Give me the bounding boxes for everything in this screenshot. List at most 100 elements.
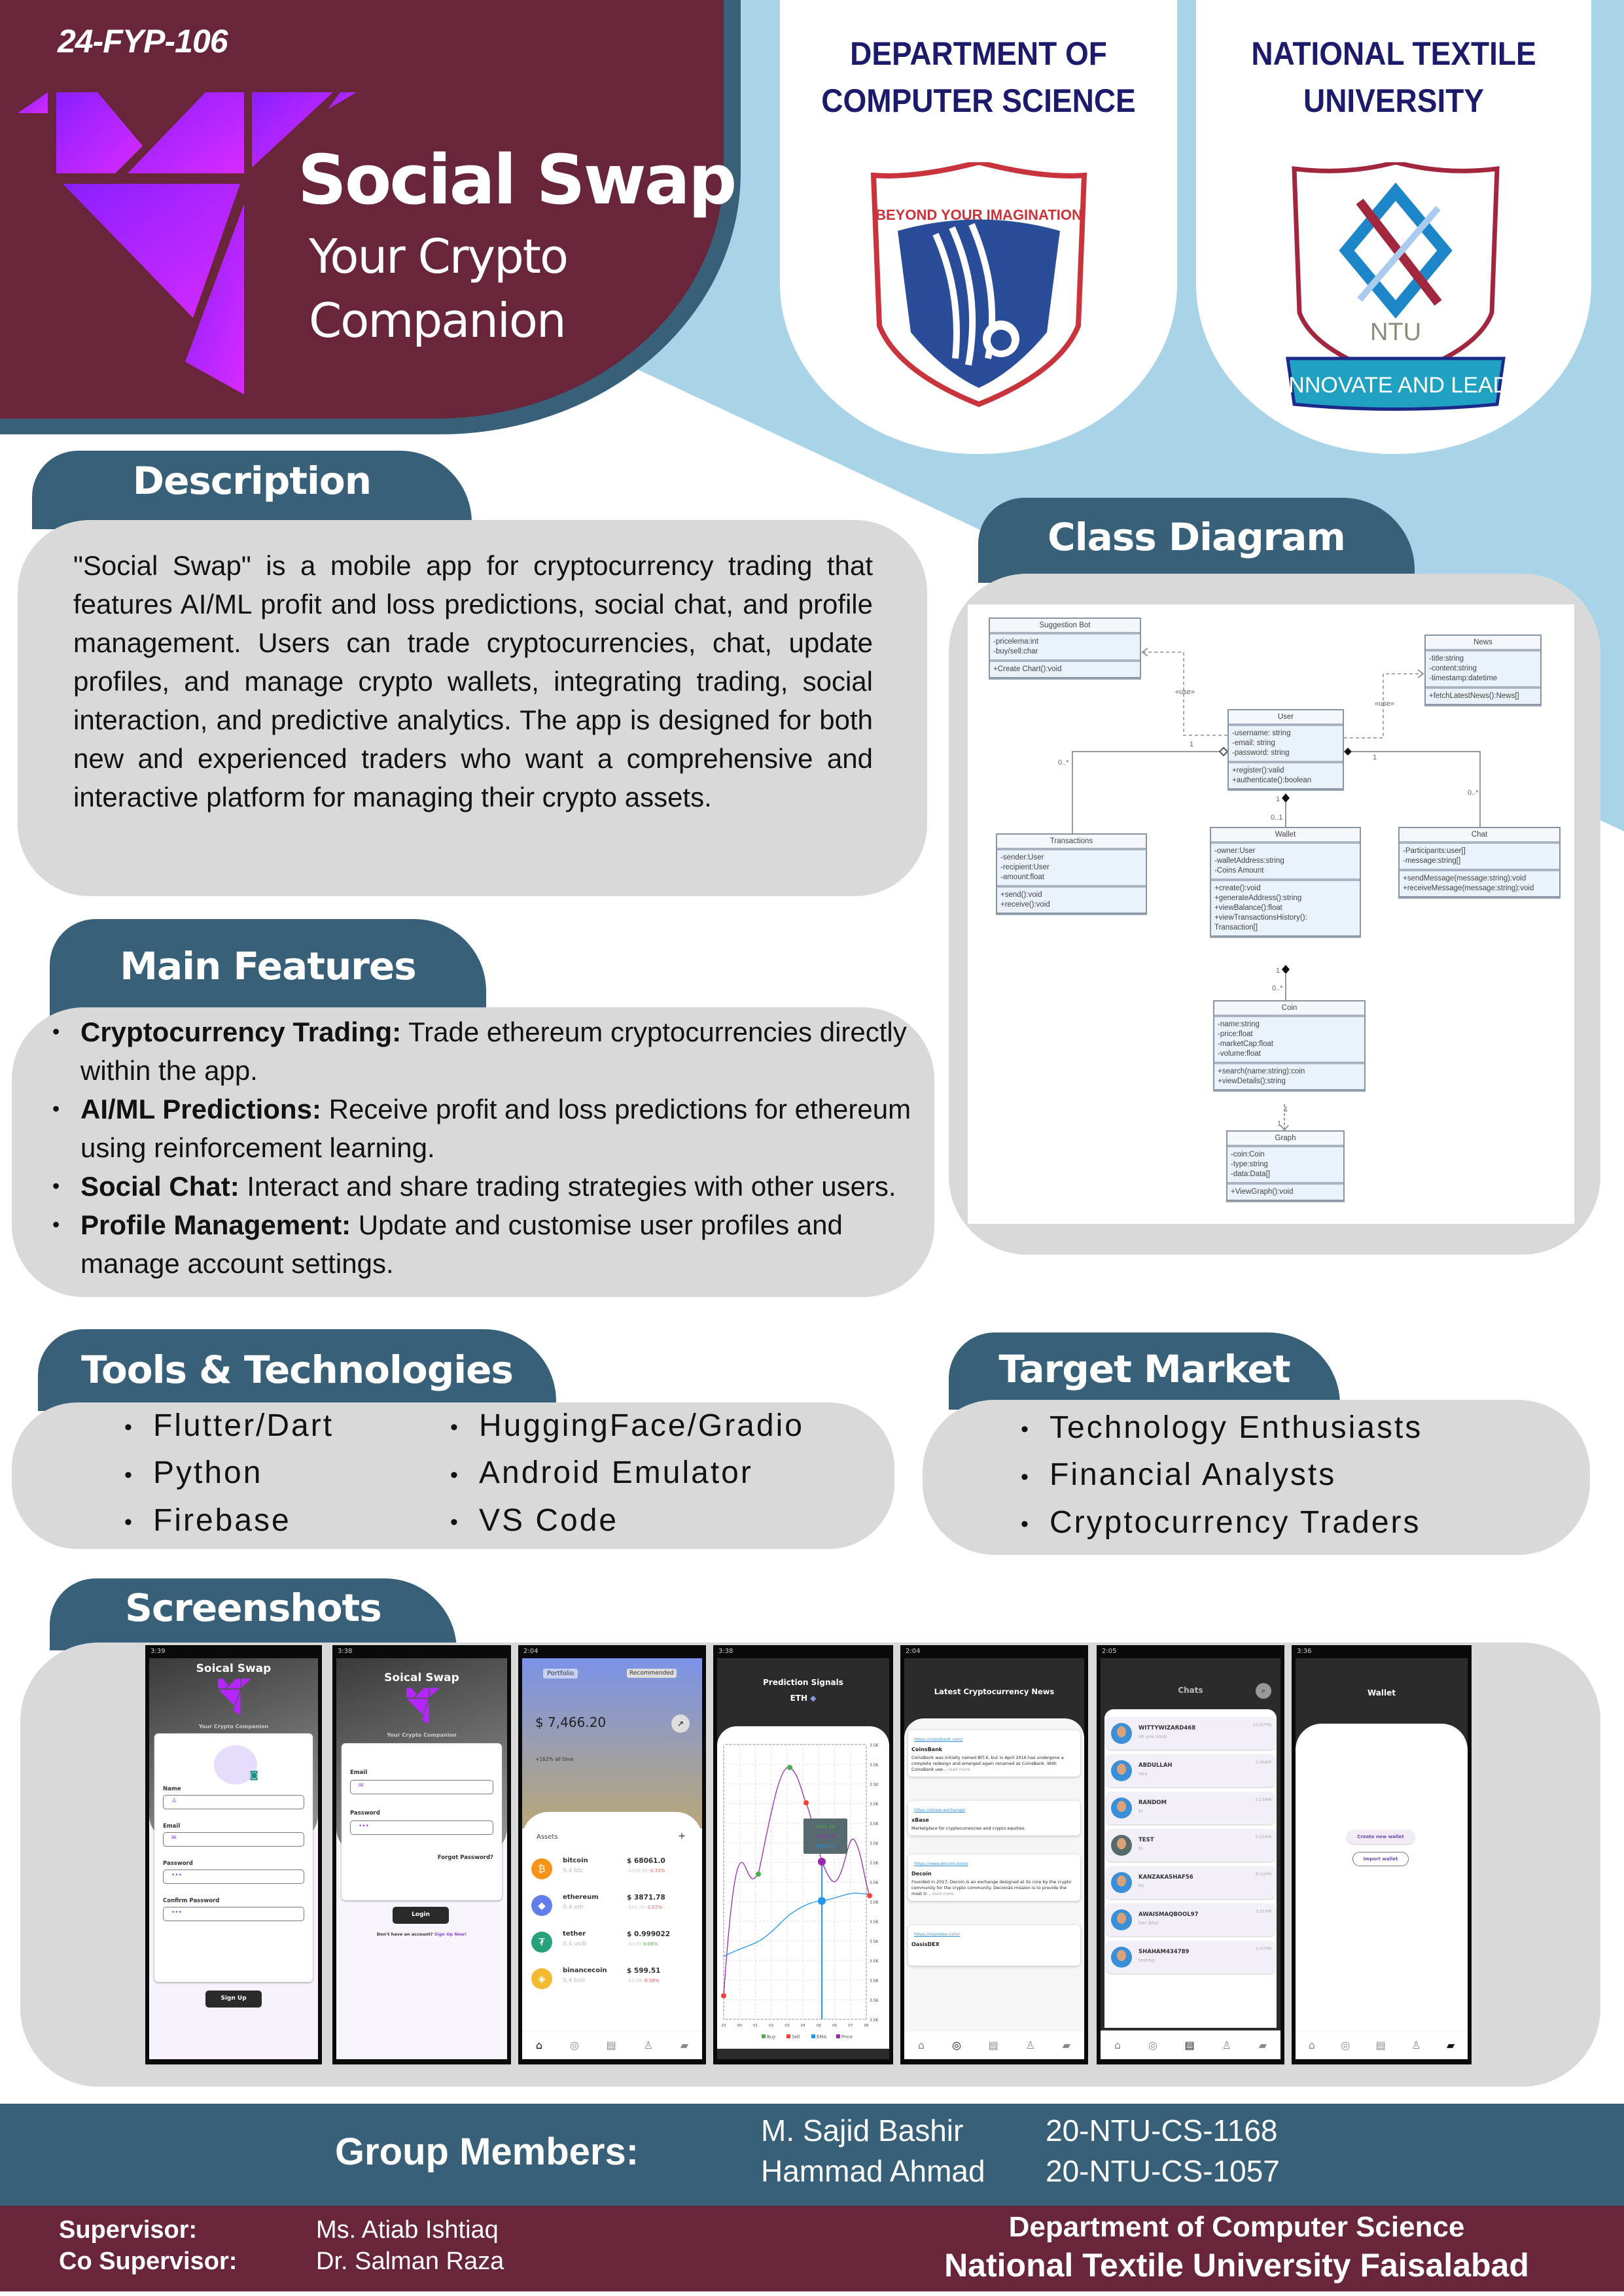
no-account-text: Don't have an account? xyxy=(376,1932,433,1937)
bottom-nav: ⌂ ◎ ▤ ♙ ▰ xyxy=(904,2030,1084,2059)
password-input[interactable]: ••• xyxy=(350,1820,493,1835)
user-avatar xyxy=(1111,1909,1132,1930)
footer-department: Department of Computer Science xyxy=(1008,2211,1465,2243)
read-more-link[interactable]: read more xyxy=(932,1891,954,1896)
email-input[interactable]: ✉ xyxy=(350,1780,493,1794)
chat-username: ABDULLAH xyxy=(1139,1762,1173,1769)
home-icon[interactable]: ⌂ xyxy=(535,2039,543,2051)
tool-item: •VS Code xyxy=(450,1503,619,1538)
import-wallet-button[interactable]: Import wallet xyxy=(1352,1852,1409,1866)
add-asset-button[interactable]: + xyxy=(678,1831,686,1841)
news-link[interactable]: https://xbase.exchange/ xyxy=(914,1807,966,1813)
tool-label: HuggingFace/Gradio xyxy=(479,1408,804,1443)
chat-icon[interactable]: ▤ xyxy=(1184,2039,1195,2051)
coin-change-amount: -$0.00 xyxy=(627,1941,642,1947)
sign-up-link[interactable]: Sign Up Now! xyxy=(434,1932,467,1937)
class-method: +viewTransactionsHistory(): xyxy=(1214,914,1307,922)
target-item: •Technology Enthusiasts xyxy=(1021,1410,1423,1445)
chat-icon[interactable]: ▤ xyxy=(606,2039,616,2051)
y-tick-label: 3.5K xyxy=(870,1900,879,1905)
explore-icon[interactable]: ◎ xyxy=(1341,2039,1350,2051)
class-methods: +sendMessage(message:string):void+receiv… xyxy=(1400,871,1559,896)
home-icon[interactable]: ⌂ xyxy=(1114,2039,1121,2051)
explore-icon[interactable]: ◎ xyxy=(951,2039,961,2051)
login-button[interactable]: Login xyxy=(393,1907,449,1924)
avatar-picker[interactable]: ◙ xyxy=(214,1745,258,1784)
class-attributes: -sender:User-recipient:User-amount:float xyxy=(997,850,1146,888)
app-title: Social Swap xyxy=(298,140,737,220)
search-icon[interactable]: ⌕ xyxy=(1256,1683,1271,1699)
coin-price: $ 599.51 xyxy=(627,1967,661,1975)
chart-icon[interactable]: ↗ xyxy=(671,1714,690,1733)
uml-class-wallet: Wallet-owner:User-walletAddress:string-C… xyxy=(1210,827,1361,937)
confirm-password-input[interactable]: ••• xyxy=(163,1907,304,1921)
class-attribute: -amount:float xyxy=(1000,873,1045,881)
portfolio-tab[interactable]: Portfolio xyxy=(543,1669,578,1679)
chat-icon[interactable]: ▤ xyxy=(1375,2039,1386,2051)
home-icon[interactable]: ⌂ xyxy=(917,2039,925,2051)
class-methods: +search(name:string):coin+viewDetails():… xyxy=(1214,1064,1364,1089)
chat-last-message: hii xyxy=(1139,1883,1144,1888)
home-icon[interactable]: ⌂ xyxy=(1308,2039,1315,2051)
sign-up-button[interactable]: Sign Up xyxy=(205,1991,262,2008)
explore-icon[interactable]: ◎ xyxy=(569,2039,579,2051)
wallet-icon[interactable]: ▰ xyxy=(1446,2039,1455,2051)
camera-icon[interactable]: ◙ xyxy=(249,1770,258,1781)
group-members-band: Group Members: M. Sajid Bashir 20-NTU-CS… xyxy=(0,2104,1624,2206)
email-input[interactable]: ✉ xyxy=(163,1832,304,1847)
status-time: 2:05 xyxy=(1102,1648,1117,1655)
explore-icon[interactable]: ◎ xyxy=(1148,2039,1157,2051)
profile-icon[interactable]: ♙ xyxy=(643,2039,653,2051)
name-input[interactable]: ♙ xyxy=(163,1795,304,1809)
multiplicity: 1 xyxy=(1284,1105,1288,1113)
class-methods: +send():void+receive():void xyxy=(997,888,1146,913)
multiplicity: 0..* xyxy=(1058,759,1069,767)
class-method: +register():valid xyxy=(1232,767,1284,774)
profile-icon[interactable]: ♙ xyxy=(1025,2039,1035,2051)
email-label: Email xyxy=(350,1769,368,1776)
chat-icon[interactable]: ▤ xyxy=(988,2039,998,2051)
news-link[interactable]: https://www.decoin.io/en/ xyxy=(914,1861,968,1866)
profile-icon[interactable]: ♙ xyxy=(1222,2039,1231,2051)
chat-username: AWAISMAQBOOL97 xyxy=(1139,1911,1199,1918)
wallet-icon[interactable]: ▰ xyxy=(1258,2039,1267,2051)
tagline-line1: Your Crypto xyxy=(309,229,569,284)
recommended-tab[interactable]: Recommended xyxy=(627,1669,677,1678)
news-card[interactable]: https://oasisdex.com/OasisDEX xyxy=(908,1925,1080,1966)
wallet-icon[interactable]: ▰ xyxy=(680,2039,689,2051)
x-tick-label: 00 xyxy=(737,2024,742,2028)
multiplicity: 1 xyxy=(1276,795,1280,803)
wallet-icon[interactable]: ▰ xyxy=(1062,2039,1071,2051)
screenshots-heading: Screenshots xyxy=(50,1578,457,1650)
create-wallet-button[interactable]: Create new wallet xyxy=(1347,1830,1415,1844)
forgot-password-link[interactable]: Forgot Password? xyxy=(437,1854,493,1861)
profile-icon[interactable]: ♙ xyxy=(1411,2039,1421,2051)
legend-swatch xyxy=(811,2034,815,2038)
chat-username: KANZAKASHAF56 xyxy=(1139,1874,1193,1881)
chat-last-message: hi xyxy=(1139,1846,1143,1851)
coin-change-amount: -$536.46 xyxy=(627,1868,648,1873)
coin-name: bitcoin xyxy=(563,1857,588,1864)
feature-item: Profile Management: Update and customise… xyxy=(52,1206,929,1283)
tool-item: •Flutter/Dart xyxy=(124,1408,334,1443)
news-link[interactable]: https://oasisdex.com/ xyxy=(914,1932,960,1937)
news-link[interactable]: https://coinsbank.com/ xyxy=(914,1737,963,1742)
target-label: Financial Analysts xyxy=(1050,1457,1337,1493)
password-input[interactable]: ••• xyxy=(163,1870,304,1884)
read-more-link[interactable]: read more xyxy=(948,1767,970,1772)
